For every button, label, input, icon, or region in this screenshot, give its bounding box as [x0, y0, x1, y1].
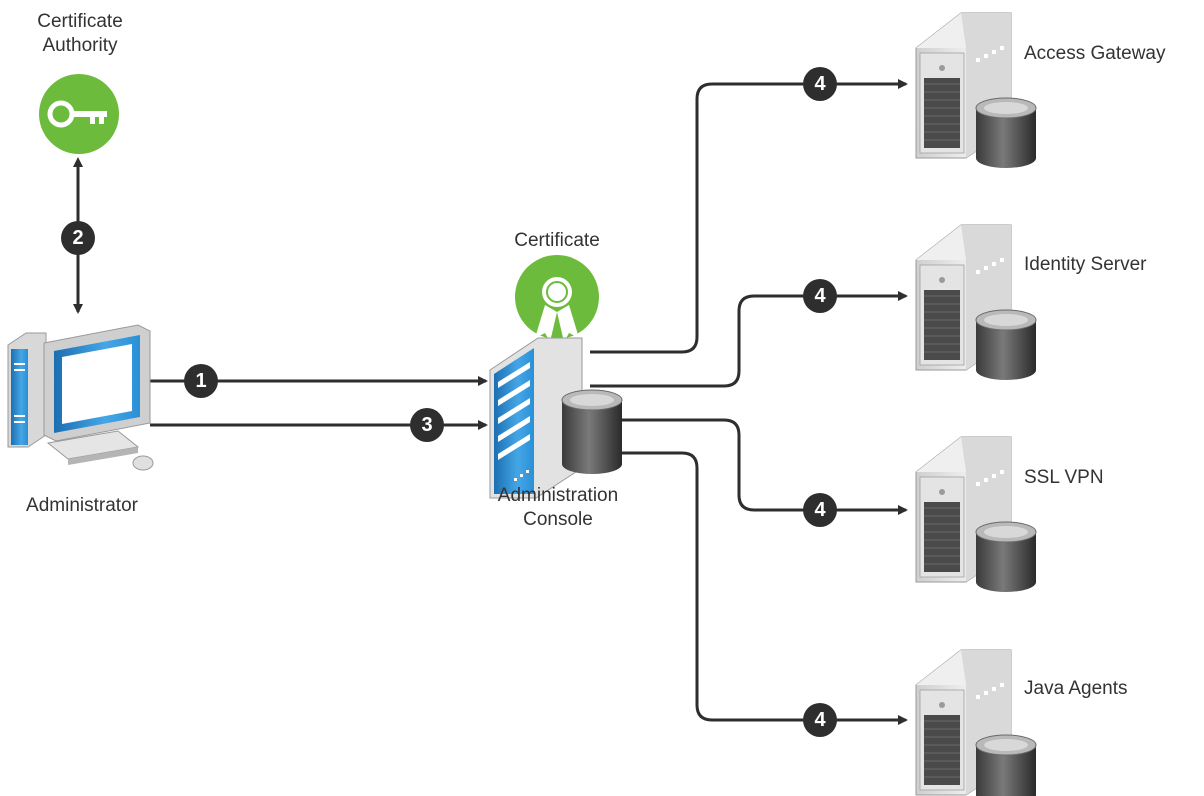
ssl-vpn-label: SSL VPN	[1024, 467, 1104, 488]
step-4-badge-java-agents: 4	[803, 703, 837, 737]
step-1-badge: 1	[184, 364, 218, 398]
java-agents-label: Java Agents	[1024, 678, 1128, 699]
java-agents-server-icon	[915, 649, 1037, 796]
administration-console-label: Administration Console	[498, 484, 618, 532]
server-with-database-icon	[489, 337, 623, 499]
console-label-line2: Console	[523, 509, 593, 530]
step-2-badge: 2	[61, 221, 95, 255]
ca-label-line2: Authority	[42, 35, 118, 56]
desktop-computer-icon	[7, 324, 154, 471]
step-3-badge: 3	[410, 408, 444, 442]
identity-server-label: Identity Server	[1024, 254, 1147, 275]
step-4-badge-access-gateway: 4	[803, 67, 837, 101]
administrator-label: Administrator	[26, 495, 138, 516]
step-4-badge-ssl-vpn: 4	[803, 493, 837, 527]
access-gateway-server-icon	[915, 12, 1037, 169]
ca-label-line1: Certificate	[37, 11, 123, 32]
certificate-authority-label: Certificate Authority	[37, 10, 123, 58]
certificate-label: Certificate	[514, 230, 600, 251]
ribbon-certificate-icon	[515, 255, 599, 342]
identity-server-icon	[915, 224, 1037, 381]
access-gateway-label: Access Gateway	[1024, 43, 1166, 64]
step-4-badge-identity-server: 4	[803, 279, 837, 313]
ssl-vpn-server-icon	[915, 436, 1037, 593]
key-icon	[39, 74, 119, 154]
console-label-line1: Administration	[497, 485, 619, 506]
